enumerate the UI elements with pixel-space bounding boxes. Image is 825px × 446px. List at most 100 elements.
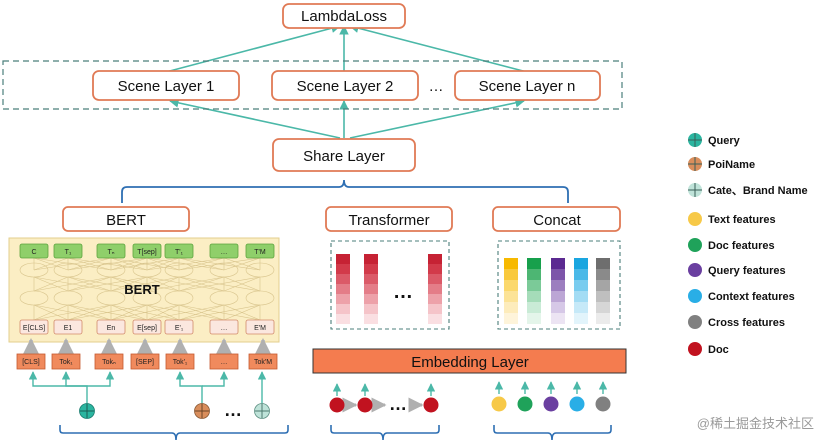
legend-label: Cross features: [708, 317, 785, 329]
dot-icon: [688, 238, 702, 252]
svg-text:E'₁: E'₁: [175, 325, 184, 332]
bert-token-cell: [SEP]: [130, 353, 160, 370]
concat-column: [596, 258, 610, 324]
svg-text:E[sep]: E[sep]: [137, 325, 157, 332]
legend-item: Doc: [688, 342, 729, 356]
poiname-node: [194, 403, 210, 419]
svg-text:Tok'₁: Tok'₁: [173, 359, 188, 366]
scene-layer-1-box: [92, 70, 240, 101]
dot-icon: [688, 342, 702, 356]
features-brace: [493, 425, 612, 441]
cate-brand-node: [254, 403, 270, 419]
feature-dot: [543, 396, 559, 412]
bert-embedding-cell: …: [209, 319, 239, 335]
svg-text:Tok₁: Tok₁: [59, 359, 73, 366]
doc-brace: [330, 425, 440, 441]
dot-icon: [688, 263, 702, 277]
legend-item: Context features: [688, 289, 795, 303]
watermark: @稀土掘金技术社区: [697, 416, 814, 431]
svg-text:T'M: T'M: [254, 249, 266, 256]
scene-layer-n-box: [454, 70, 601, 101]
svg-text:E'M: E'M: [254, 325, 266, 332]
concat-module-label: Concat: [533, 212, 581, 229]
concat-column: [574, 258, 588, 324]
bert-embedding-cell: E'₁: [164, 319, 194, 335]
bert-embedding-cell: E'M: [245, 319, 275, 335]
bert-block: C T₁ Tₙ T[sep] T'₁ … T'M BERT E[CLS] E1 En E[sep]…: [8, 237, 280, 343]
legend-label: Text features: [708, 214, 776, 226]
svg-text:…: …: [221, 249, 228, 256]
embedding-layer-box: [312, 348, 627, 374]
concat-column: [527, 258, 541, 324]
dot-icon: [688, 289, 702, 303]
svg-text:Tₙ: Tₙ: [107, 249, 114, 256]
scene-layer-2-label: Scene Layer 2: [297, 78, 394, 95]
bert-output-cell: T₁: [53, 243, 83, 259]
bert-output-cell: C: [19, 243, 49, 259]
legend-item: Doc features: [688, 238, 775, 252]
doc-sequence: …: [329, 383, 439, 414]
embedding-layer-label: Embedding Layer: [411, 354, 529, 371]
bert-output-cell: T[sep]: [132, 243, 162, 259]
query-brace: [59, 425, 289, 441]
transformer-container: [330, 240, 450, 330]
legend-label: Doc features: [708, 240, 775, 252]
scene-layer-1-label: Scene Layer 1: [118, 78, 215, 95]
bert-token-cell: …: [209, 353, 239, 370]
share-layer-label: Share Layer: [303, 148, 385, 165]
transformer-module-box: [325, 206, 453, 232]
transformer-module-label: Transformer: [348, 212, 429, 229]
bert-token-cell: [CLS]: [16, 353, 46, 370]
scene-layers-ellipsis: …: [429, 78, 444, 95]
bert-embedding-cell: E[CLS]: [19, 319, 49, 335]
concat-column: [504, 258, 518, 324]
doc-node-n: [423, 397, 439, 413]
feature-dot: [595, 396, 611, 412]
legend-label: Doc: [708, 344, 729, 356]
scene-arrows: [169, 98, 525, 139]
legend-item: Query: [688, 133, 741, 147]
bert-output-cell: T'₁: [164, 243, 194, 259]
legend-label: Context features: [708, 291, 795, 303]
bert-embedding-cell: E[sep]: [132, 319, 162, 335]
share-layer-box: [272, 138, 416, 172]
concat-module-box: [492, 206, 621, 232]
scene-container: [2, 60, 623, 110]
bert-embedding-cell: En: [96, 319, 126, 335]
query-inputs: …: [28, 371, 270, 420]
bert-output-cell: Tₙ: [96, 243, 126, 259]
svg-text:…: …: [221, 359, 228, 366]
svg-text:[SEP]: [SEP]: [136, 359, 154, 366]
transformer-column: [336, 254, 350, 324]
svg-text:[CLS]: [CLS]: [22, 359, 40, 366]
svg-text:E[CLS]: E[CLS]: [23, 325, 45, 332]
bert-token-cell: Tok'₁: [165, 353, 195, 370]
bert-block-title: BERT: [124, 282, 159, 297]
loss-arrows: [165, 23, 528, 73]
feature-dot: [569, 396, 585, 412]
svg-text:T₁: T₁: [65, 249, 72, 256]
legend-item: Cross features: [688, 315, 785, 329]
lambdaloss-box: [282, 3, 406, 29]
doc-node-1: [329, 397, 345, 413]
svg-text:Tokₙ: Tokₙ: [102, 359, 116, 366]
svg-text:C: C: [31, 249, 36, 256]
bert-module-label: BERT: [106, 212, 146, 229]
dot-icon: [688, 212, 702, 226]
bert-module-box: [62, 206, 190, 232]
share-brace: [121, 179, 569, 203]
svg-text:E1: E1: [64, 325, 73, 332]
legend-item: Text features: [688, 212, 776, 226]
legend-item: Cate、Brand Name: [688, 183, 808, 197]
legend-label: Query: [708, 135, 741, 147]
lambdaloss-label: LambdaLoss: [301, 8, 387, 25]
legend-label: PoiName: [708, 159, 755, 171]
feature-dot: [491, 396, 507, 412]
legend-item: PoiName: [688, 157, 755, 171]
svg-text:…: …: [221, 325, 228, 332]
bert-output-cell: T'M: [245, 243, 275, 259]
feature-dot: [517, 396, 533, 412]
svg-text:T[sep]: T[sep]: [137, 249, 157, 256]
